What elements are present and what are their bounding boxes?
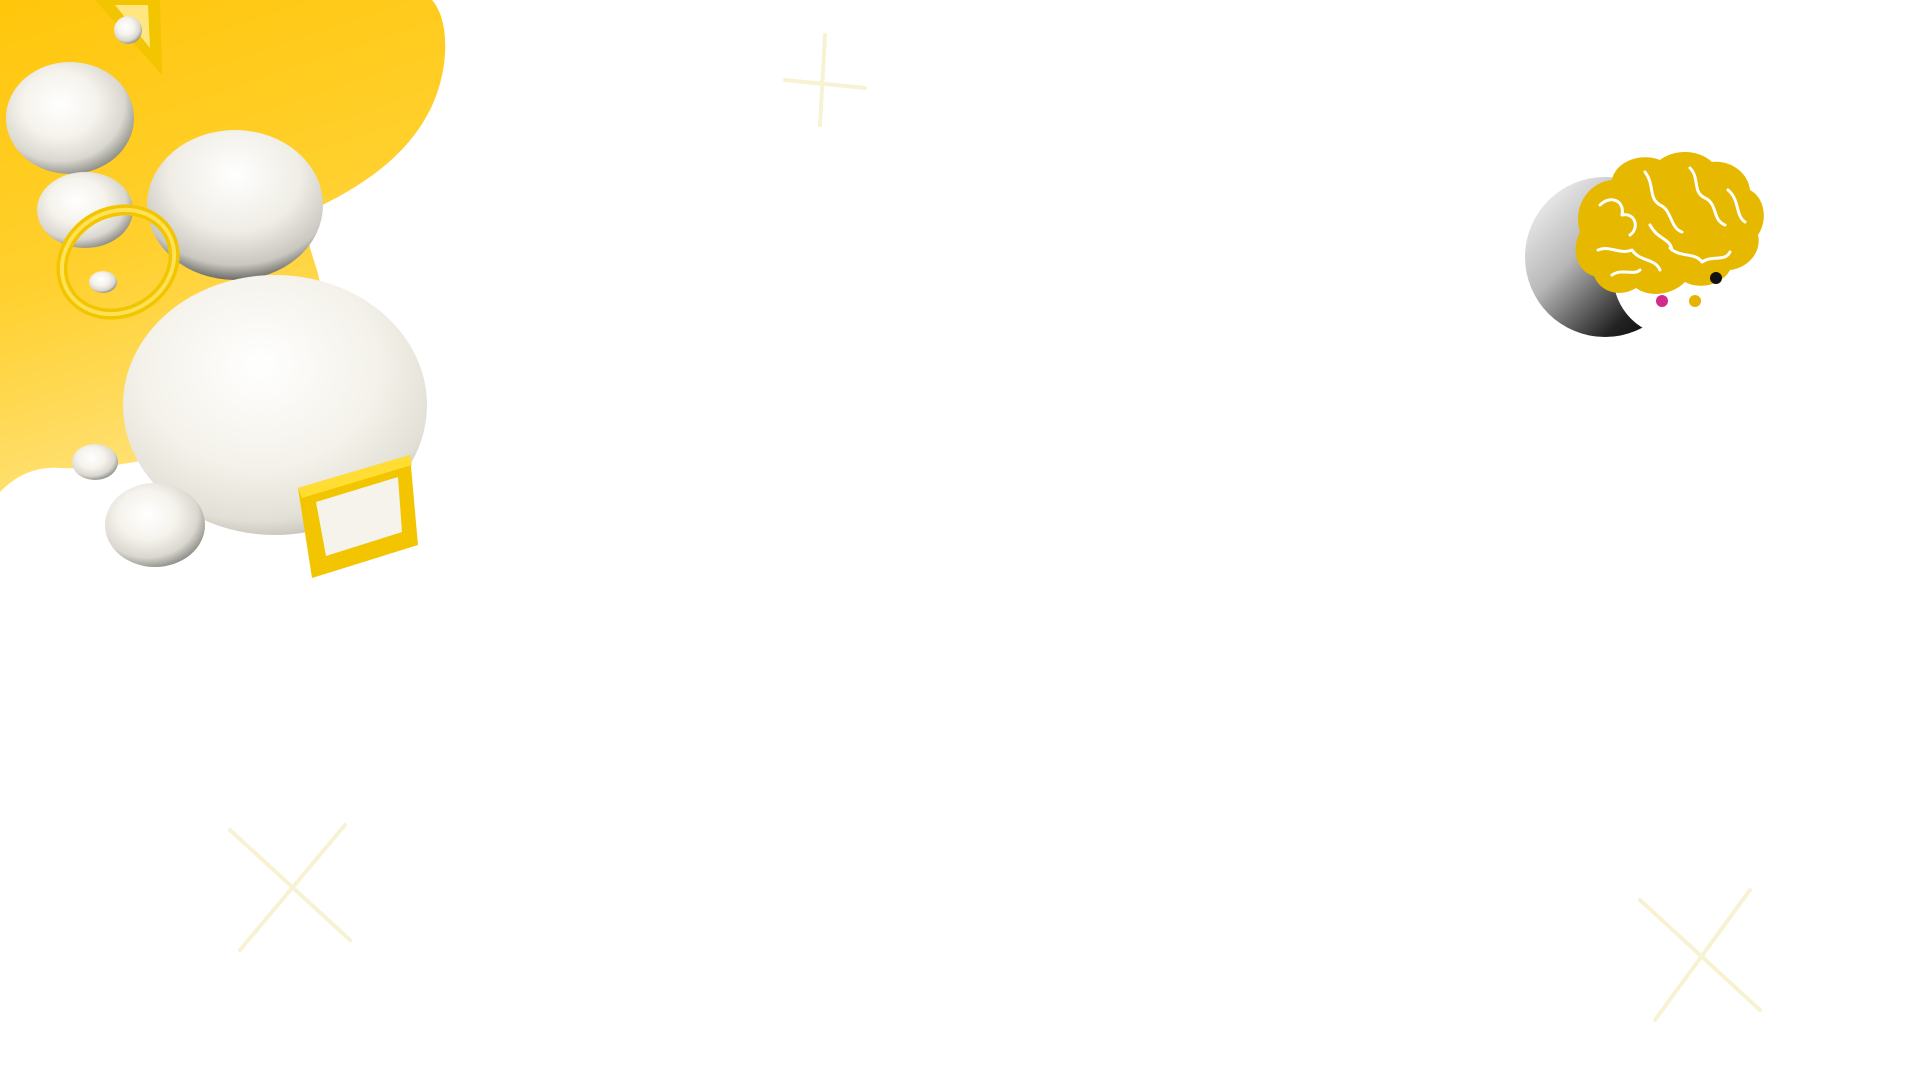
yellow-square-frame: [298, 455, 418, 578]
yellow-ring: [56, 204, 180, 320]
sphere-large: [123, 275, 427, 535]
dot-magenta: [1656, 295, 1668, 307]
sphere-small-mid: [37, 172, 133, 248]
brain-icon: [1575, 151, 1764, 294]
cross-bottom-left: [228, 823, 352, 952]
brain-logo: [1525, 151, 1764, 337]
sphere-top-left: [6, 62, 134, 174]
cross-top: [783, 33, 867, 127]
cross-bottom-right: [1638, 888, 1762, 1022]
dot-black: [1710, 272, 1722, 284]
triangle-frame: [95, 0, 162, 75]
faint-crosses: [228, 33, 1762, 1022]
sphere-bottom: [105, 483, 205, 567]
dot-gold: [1689, 295, 1701, 307]
sphere-mid: [147, 130, 323, 280]
sphere-tiny: [72, 444, 118, 480]
